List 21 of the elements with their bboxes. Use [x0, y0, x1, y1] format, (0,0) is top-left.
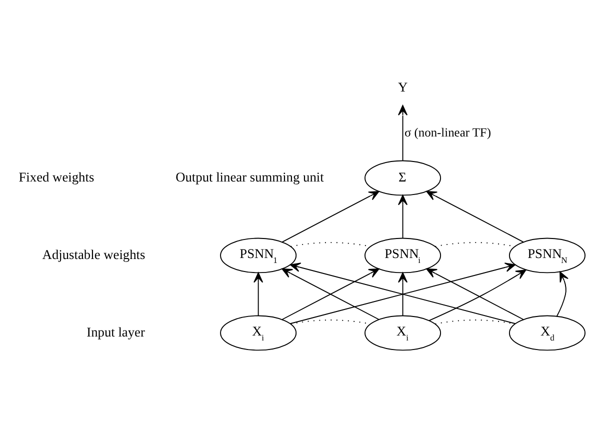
arrow [398, 105, 408, 161]
node-ellipse: PSNN$_{N}$ [508, 238, 586, 274]
arrow [556, 271, 569, 317]
label: Adjustable weights [42, 247, 146, 262]
label: Input layer [86, 324, 145, 340]
arrow [426, 190, 524, 242]
node-ellipse: X$_{i}$ [364, 315, 442, 351]
node-ellipse: X$_{i}$ [220, 315, 297, 351]
node-text: Y [398, 80, 408, 95]
arrow [254, 272, 264, 316]
label: Fixed weights [18, 170, 94, 185]
node-ellipse: PSNN$_{1}$ [220, 238, 297, 274]
arrow [398, 194, 408, 239]
arrow [398, 272, 408, 316]
node-label: Output linear summing unit [176, 170, 324, 185]
node-ellipse: Σ [364, 160, 442, 196]
arrow [282, 190, 380, 242]
node-ellipse: PSNN$_{i}$ [364, 238, 442, 274]
node-ellipse: X$_{d}$ [508, 315, 586, 351]
arrow [282, 268, 380, 320]
edge-label: σ (non-linear TF) [404, 125, 491, 140]
